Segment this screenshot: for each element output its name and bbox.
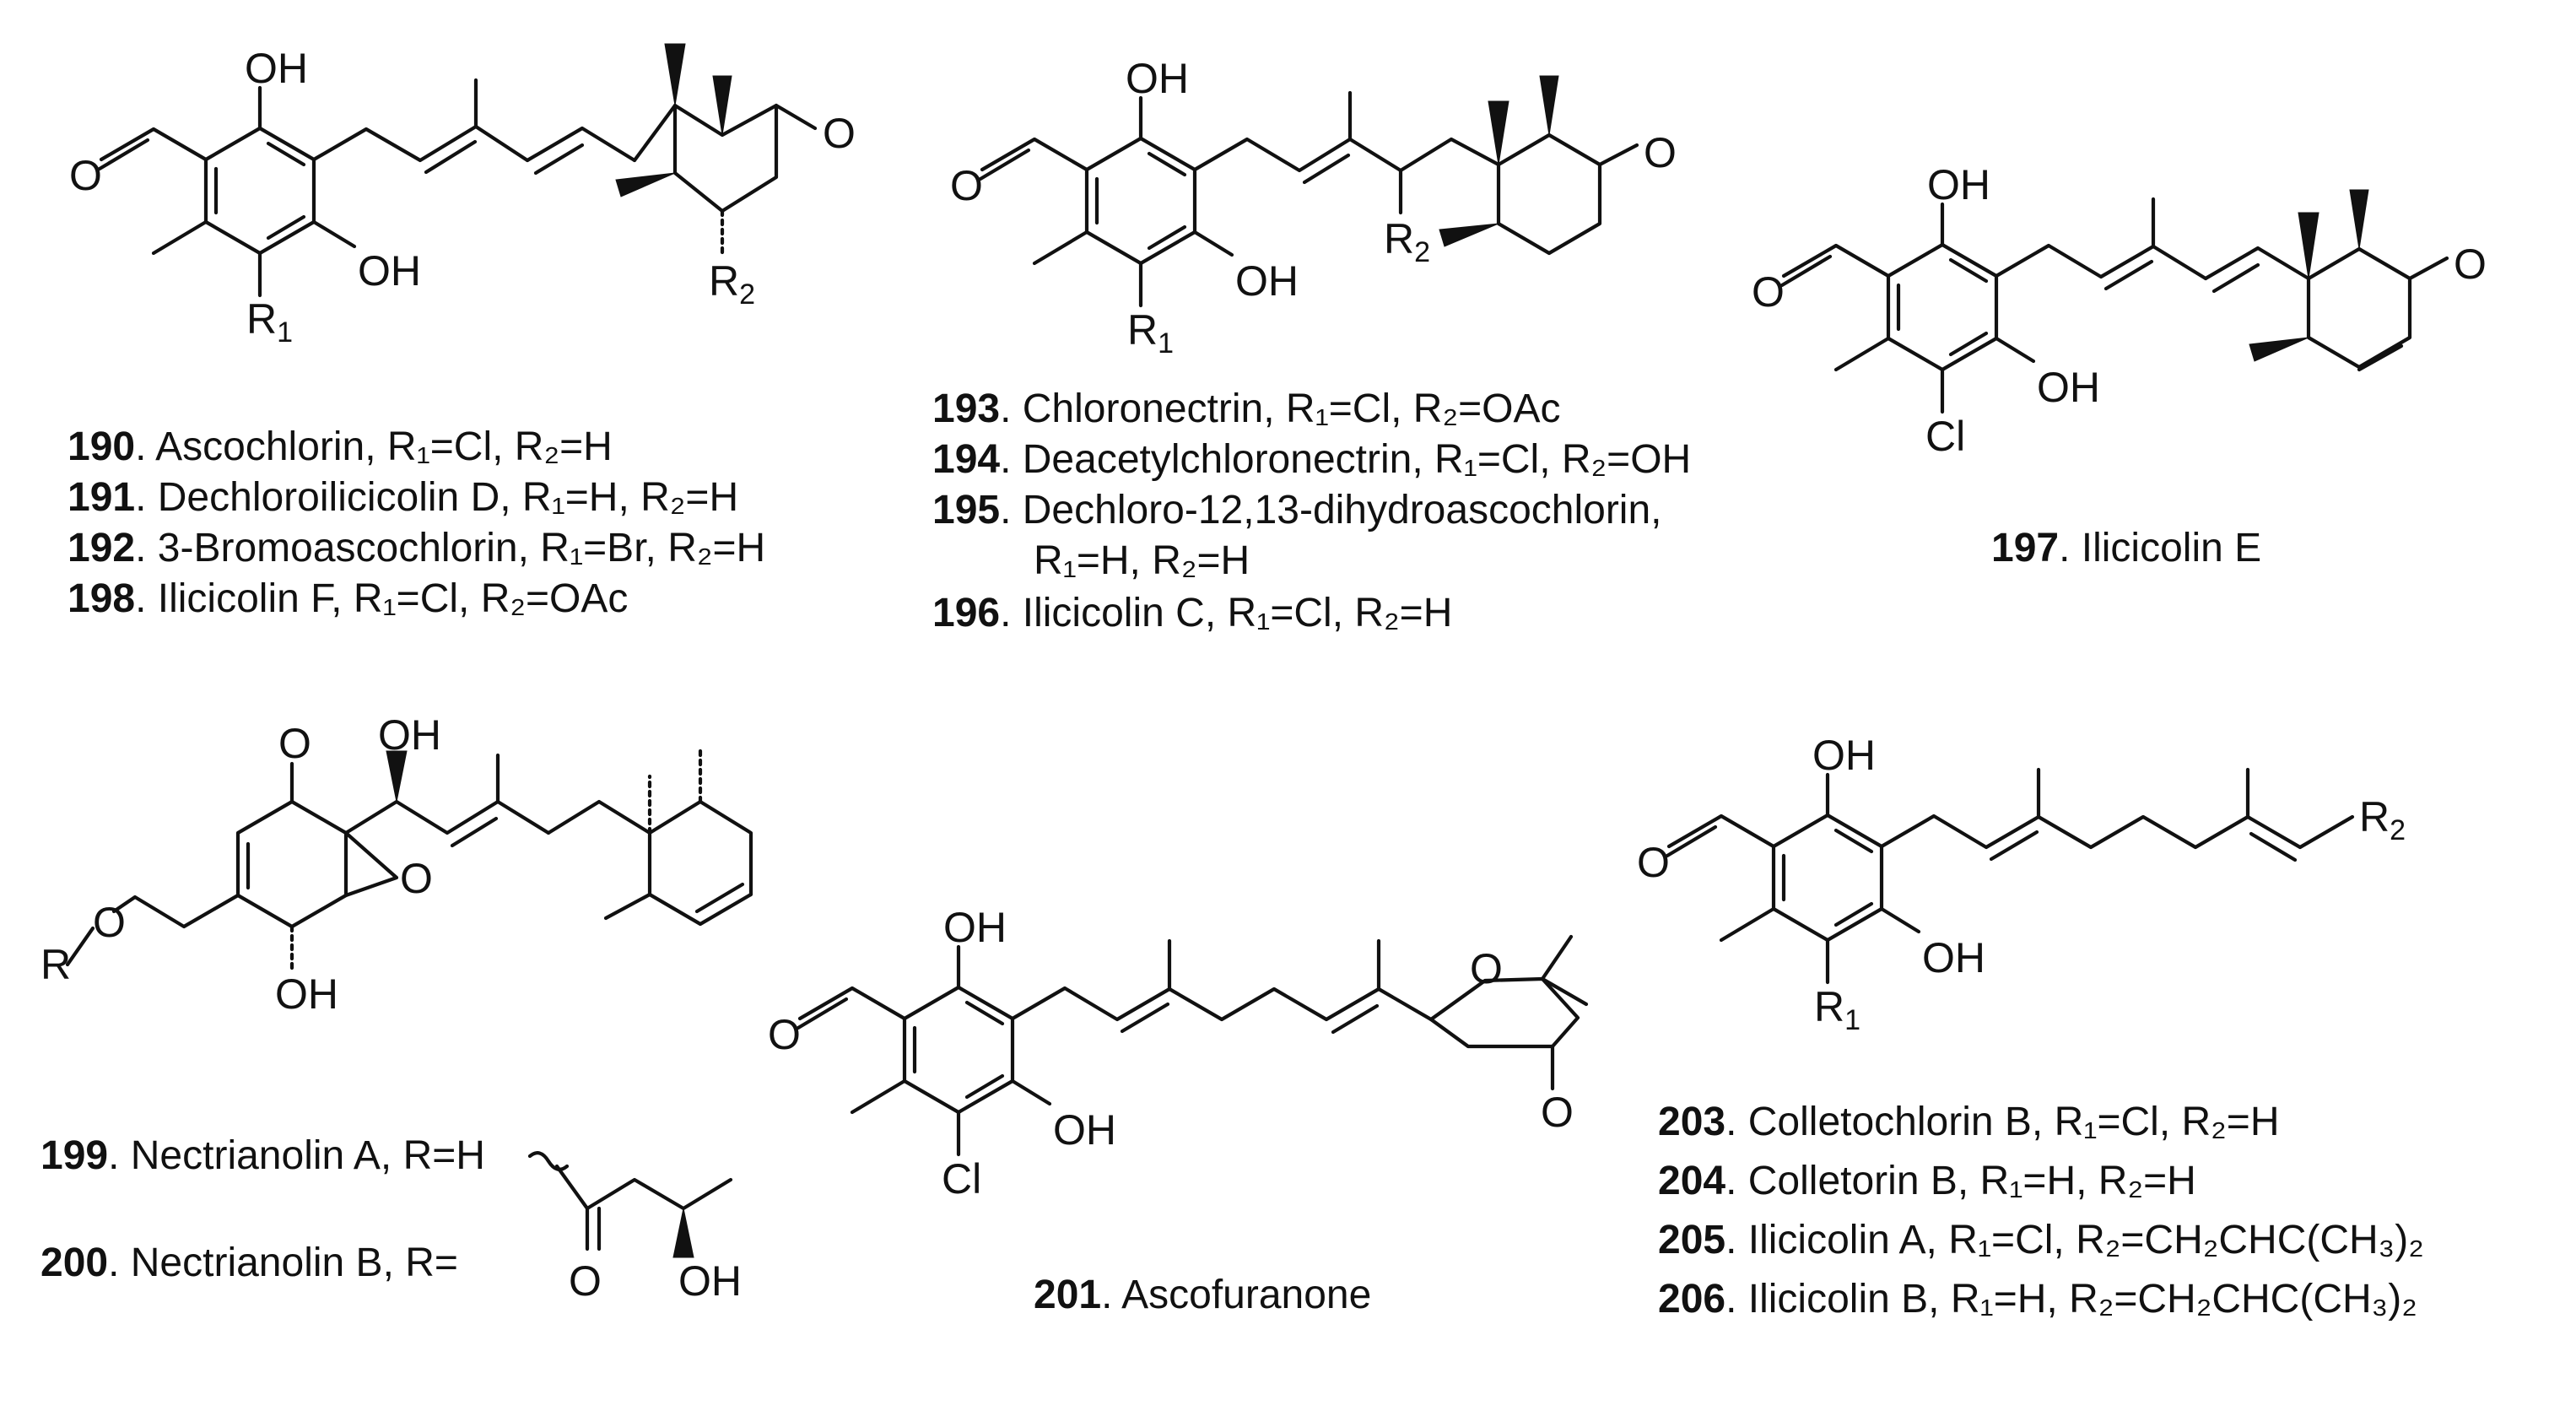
compound-caption-201: 201. Ascofuranone [1034, 1273, 1371, 1317]
oh-label: OH [1922, 934, 1985, 981]
structure-chloronectrin: OH O OH R1 R2 O [950, 55, 1677, 359]
compound-caption-195: 195. Dechloro-12,13-dihydroascochlorin, [932, 488, 1662, 532]
oh-label: OH [1812, 732, 1876, 779]
compound-caption-206: 206. Ilicicolin B, R₁=H, R₂=CH₂CHC(CH₃)₂ [1658, 1277, 2417, 1322]
caption-block-203: 203. Colletochlorin B, R₁=Cl, R₂=H 204. … [1658, 1100, 2424, 1322]
oh-label: OH [1126, 55, 1189, 102]
o-label: O [1752, 268, 1785, 316]
oh-label: OH [943, 904, 1007, 951]
o-label: O [93, 899, 126, 946]
o-label: O [569, 1257, 602, 1305]
compound-caption-200: 200. Nectrianolin B, R= [41, 1241, 458, 1285]
compound-caption-204: 204. Colletorin B, R₁=H, R₂=H [1658, 1159, 2196, 1203]
o-label: O [2454, 241, 2487, 288]
oh-label: OH [1053, 1106, 1116, 1154]
compound-caption-197: 197. Ilicicolin E [1991, 526, 2261, 570]
compound-caption-190: 190. Ascochlorin, R₁=Cl, R₂=H [68, 424, 613, 469]
r2-label: R2 [709, 257, 755, 311]
o-label: O [1470, 945, 1503, 992]
compound-caption-193: 193. Chloronectrin, R₁=Cl, R₂=OAc [932, 386, 1560, 431]
o-label: O [1644, 129, 1677, 176]
compound-caption-192: 192. 3-Bromoascochlorin, R₁=Br, R₂=H [68, 526, 765, 570]
o-label: O [768, 1011, 801, 1058]
oh-label: OH [1927, 161, 1990, 208]
oh-label: OH [245, 45, 308, 92]
structure-ilicicolin-e: OH O OH Cl O [1752, 161, 2487, 460]
o-label: O [1637, 839, 1670, 886]
structure-ascofuranone: OH O OH Cl O O [768, 904, 1589, 1203]
r2-label: R2 [1384, 215, 1430, 268]
o-label: O [950, 162, 983, 209]
oh-label: OH [678, 1257, 742, 1305]
structure-ascochlorin: OH O OH R1 O R2 [69, 43, 856, 349]
r1-label: R1 [1814, 983, 1860, 1036]
compound-caption-199: 199. Nectrianolin A, R=H [41, 1133, 485, 1178]
structure-nectrianolin: O OH O R O OH O OH [41, 711, 753, 1305]
compound-caption-203: 203. Colletochlorin B, R₁=Cl, R₂=H [1658, 1100, 2279, 1144]
o-label: O [69, 152, 102, 199]
oh-label: OH [275, 970, 338, 1018]
structure-colletochlorin: OH O OH R1 R2 [1637, 732, 2406, 1036]
oh-label: OH [378, 711, 441, 759]
compound-caption-194: 194. Deacetylchloronectrin, R₁=Cl, R₂=OH [932, 437, 1691, 482]
o-label: O [278, 720, 311, 767]
o-label: O [400, 855, 433, 902]
oh-label: OH [1235, 257, 1299, 305]
compound-caption-191: 191. Dechloroilicicolin D, R₁=H, R₂=H [68, 475, 738, 520]
o-label: O [1541, 1089, 1574, 1136]
compound-caption-196: 196. Ilicicolin C, R₁=Cl, R₂=H [932, 591, 1452, 635]
o-label: O [823, 110, 856, 157]
caption-block-190: 190. Ascochlorin, R₁=Cl, R₂=H 191. Dechl… [68, 424, 765, 621]
caption-block-193: 193. Chloronectrin, R₁=Cl, R₂=OAc 194. D… [932, 386, 1691, 635]
compound-caption-195-cont: R₁=H, R₂=H [1034, 538, 1250, 583]
oh-label: OH [358, 247, 421, 295]
r1-label: R1 [1127, 306, 1174, 359]
r1-label: R1 [246, 295, 293, 349]
oh-label: OH [2037, 364, 2100, 411]
r2-label: R2 [2359, 793, 2406, 846]
compound-caption-198: 198. Ilicicolin F, R₁=Cl, R₂=OAc [68, 576, 628, 621]
compound-caption-205: 205. Ilicicolin A, R₁=Cl, R₂=CH₂CHC(CH₃)… [1658, 1218, 2424, 1262]
cl-label: Cl [1925, 413, 1965, 460]
cl-label: Cl [942, 1155, 981, 1203]
